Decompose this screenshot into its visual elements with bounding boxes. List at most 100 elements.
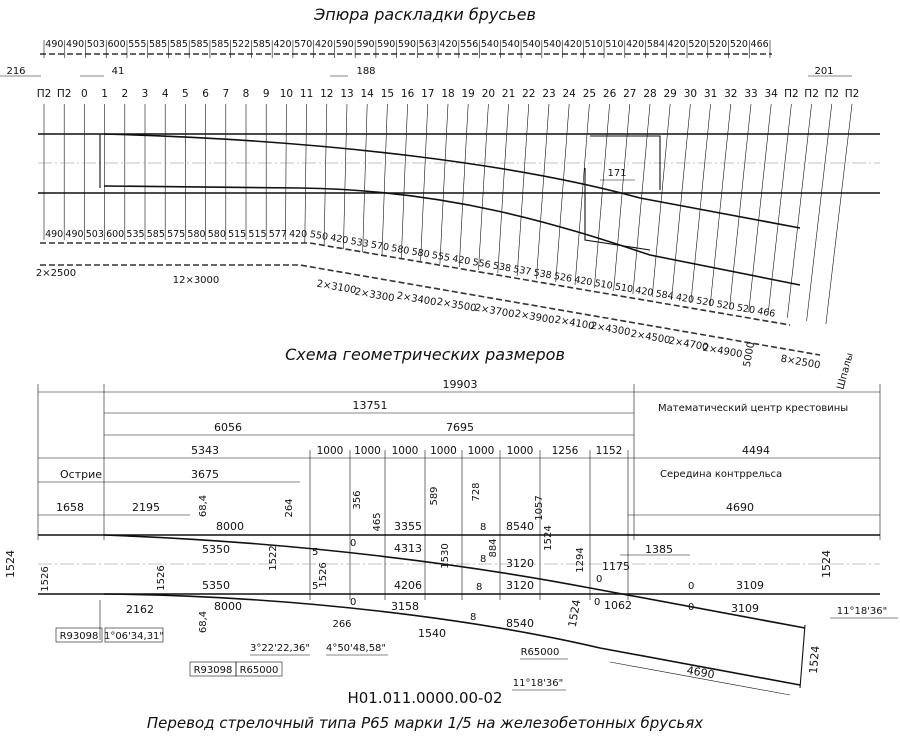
top-spacing-label: 420 <box>668 39 686 50</box>
ang1-box <box>104 627 164 643</box>
chain-dimension: 1000 <box>430 445 457 457</box>
sleeper-number: 11 <box>300 88 313 100</box>
dim-3120-a: 3120 <box>506 557 534 570</box>
sleeper <box>671 103 691 301</box>
top-spacing-label: 585 <box>253 39 271 50</box>
length-group-label: 2×3100 <box>316 279 358 297</box>
length-group-label: 5000 <box>742 341 757 368</box>
bottom-spacing-label: 526 <box>553 271 573 285</box>
sleeper <box>536 103 550 280</box>
sleeper-number: 23 <box>542 88 555 100</box>
bottom-spacing-label: 490 <box>65 229 83 240</box>
dim-188: 188 <box>356 66 375 77</box>
sleeper <box>323 103 328 247</box>
top-spacing-label: 540 <box>522 39 540 50</box>
top-spacing-label: 585 <box>211 39 229 50</box>
bottom-spacing-label: 580 <box>390 243 410 257</box>
dim-465: 465 <box>372 512 383 531</box>
gauge-right: 1524 <box>820 550 833 578</box>
sleeper-number: 16 <box>401 88 415 100</box>
r1-box <box>55 627 103 643</box>
radius-2: R93098 <box>194 665 233 676</box>
top-spacing-label: 590 <box>336 39 354 50</box>
sleeper-number: 12 <box>320 88 333 100</box>
dim-41: 41 <box>112 66 125 77</box>
length-group-label: 8×2500 <box>780 354 822 372</box>
dim-3120-b: 3120 <box>506 579 534 592</box>
bottom-spacing-label: 420 <box>573 275 593 289</box>
sleeper <box>574 103 590 286</box>
gauge-left: 1524 <box>4 550 17 578</box>
bottom-spacing-label: 515 <box>228 229 246 240</box>
dim-4494: 4494 <box>742 444 770 457</box>
sleeper <box>709 103 732 307</box>
top-spacing-label: 600 <box>108 39 126 50</box>
sleeper <box>806 103 833 322</box>
dim-728: 728 <box>471 482 482 501</box>
sleeper-number: 26 <box>603 88 617 100</box>
sleeper <box>285 103 287 241</box>
bottom-spacing-label: 535 <box>126 229 144 240</box>
bottom-spacing-label: 580 <box>411 247 431 261</box>
sleeper-number: 4 <box>162 88 169 100</box>
dim-589: 589 <box>429 486 440 505</box>
dim-1175: 1175 <box>602 560 630 573</box>
bottom-spacing-label: 466 <box>756 306 776 320</box>
gauge-diverging: 1524 <box>807 645 822 674</box>
dim-3355: 3355 <box>394 520 422 533</box>
dim-8000-a: 8000 <box>216 520 244 533</box>
sleeper-number: 22 <box>522 88 535 100</box>
mark-5-a: 5 <box>312 547 318 558</box>
bottom-spacing-label: 577 <box>269 229 287 240</box>
sleeper-number: 2 <box>121 88 128 100</box>
sleeper <box>304 103 307 244</box>
top-spacing-label: 520 <box>730 39 748 50</box>
length-group-label: 12×3000 <box>173 275 220 286</box>
sleeper <box>690 103 711 304</box>
sleeper-number: 3 <box>142 88 149 100</box>
layout-title: Эпюра раскладки брусьев <box>313 5 536 24</box>
dim-356: 356 <box>352 490 363 509</box>
sleeper-number: 14 <box>361 88 375 100</box>
sleeper <box>651 103 671 298</box>
dim-1540: 1540 <box>418 627 446 640</box>
bottom-spacing-label: 570 <box>370 240 390 254</box>
frog-box-top <box>590 135 661 190</box>
chain-dimension: 1000 <box>317 445 344 457</box>
top-spacing-label: 590 <box>377 39 395 50</box>
sleeper-number: 10 <box>280 88 293 100</box>
point-label: Острие <box>60 468 102 481</box>
geometry-title: Схема геометрических размеров <box>285 345 565 364</box>
sleeper-number: П2 <box>37 88 52 100</box>
top-spacing-label: 420 <box>315 39 333 50</box>
bottom-spacing-label: 420 <box>289 229 307 240</box>
top-spacing-label: 585 <box>191 39 209 50</box>
dim-8000-b: 8000 <box>214 600 242 613</box>
sleeper-number: 28 <box>643 88 656 100</box>
sleeper-number: 18 <box>441 88 454 100</box>
math-center-label: Математический центр крестовины <box>658 403 848 414</box>
top-spacing-label: 540 <box>502 39 520 50</box>
sleeper-number: 13 <box>340 88 353 100</box>
length-group-label: 2×4100 <box>554 315 596 333</box>
top-spacing-label: 556 <box>460 39 478 50</box>
bottom-spacing-label: 510 <box>594 278 614 292</box>
sleeper-number: 33 <box>744 88 757 100</box>
top-spacing-label: 510 <box>605 39 623 50</box>
sleeper-number: 6 <box>202 88 209 100</box>
chain-dimension: 1000 <box>468 445 495 457</box>
bottom-spacing-label: 585 <box>147 229 165 240</box>
sleeper-number: 19 <box>462 88 475 100</box>
mark-8-c: 8 <box>476 582 482 593</box>
mark-0-d: 0 <box>594 597 600 608</box>
bottom-spacing-label: 555 <box>431 250 451 264</box>
mark-8-a: 8 <box>480 522 486 533</box>
chain-dimension: 1256 <box>552 445 579 457</box>
top-spacing-label: 490 <box>45 39 63 50</box>
sleeper-number: 20 <box>482 88 495 100</box>
top-spacing-label: 585 <box>149 39 167 50</box>
dim-1530: 1530 <box>440 543 451 568</box>
